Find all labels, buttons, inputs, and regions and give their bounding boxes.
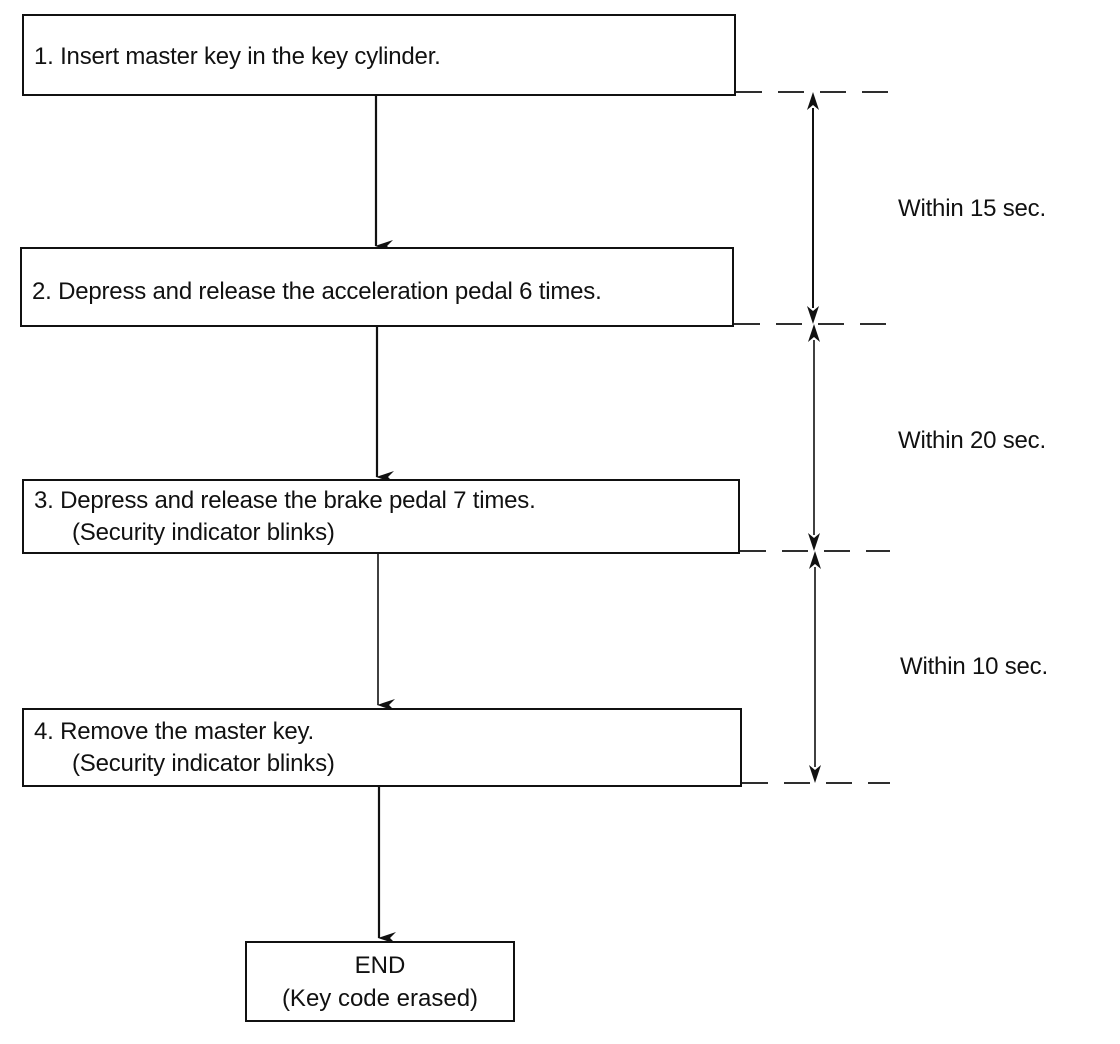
step-box-4: 4. Remove the master key. (Security indi… (22, 708, 742, 787)
end-box: END (Key code erased) (245, 941, 515, 1022)
interval-label-1: Within 15 sec. (898, 195, 1046, 222)
step-3-text: 3. Depress and release the brake pedal 7… (34, 487, 536, 514)
step-box-2: 2. Depress and release the acceleration … (20, 247, 734, 327)
step-4-note: (Security indicator blinks) (72, 750, 335, 777)
timing-arrow-2 (808, 324, 820, 551)
step-box-1: 1. Insert master key in the key cylinder… (22, 14, 736, 96)
end-subtitle: (Key code erased) (281, 985, 479, 1012)
step-4-text: 4. Remove the master key. (34, 718, 315, 745)
timing-arrow-1 (807, 92, 819, 324)
end-title: END (354, 952, 406, 979)
interval-label-3: Within 10 sec. (900, 653, 1048, 680)
step-3-note: (Security indicator blinks) (72, 519, 335, 546)
interval-label-2: Within 20 sec. (898, 427, 1046, 454)
step-1-text: 1. Insert master key in the key cylinder… (34, 43, 441, 70)
step-2-text: 2. Depress and release the acceleration … (32, 278, 602, 305)
step-box-3: 3. Depress and release the brake pedal 7… (22, 479, 740, 554)
timing-arrow-3 (809, 551, 821, 783)
